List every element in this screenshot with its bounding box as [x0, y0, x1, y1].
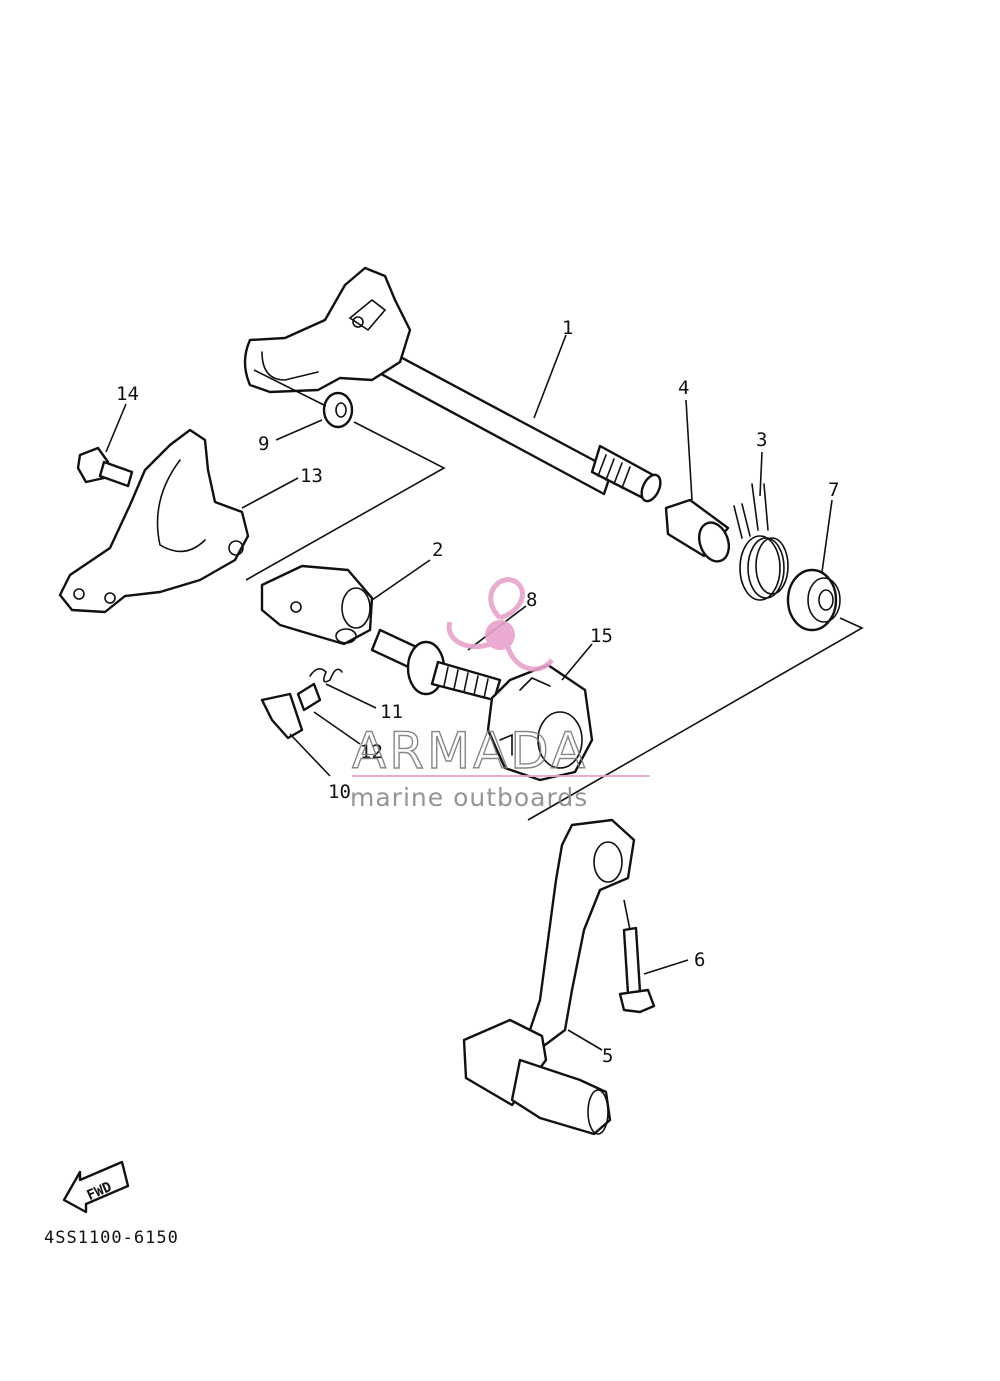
callout-13: 13 — [300, 465, 323, 487]
watermark: ARMADA marine outboards — [350, 577, 650, 812]
part-11-spring — [309, 668, 343, 683]
part-5-shift-pedal — [462, 818, 636, 1136]
part-14-bolt — [76, 446, 134, 488]
part-9-washer — [322, 391, 354, 429]
part-13-plate — [58, 428, 250, 614]
watermark-tagline: marine outboards — [350, 783, 588, 812]
part-2-shift-arm — [260, 564, 374, 646]
leader-lines — [105, 334, 864, 1051]
callout-8: 8 — [526, 589, 537, 611]
part-7-oil-seal — [786, 568, 841, 632]
callout-4: 4 — [678, 377, 689, 399]
callout-7: 7 — [828, 479, 839, 501]
part-6-bolt — [618, 926, 656, 1014]
callout-5: 5 — [602, 1045, 613, 1067]
callout-9: 9 — [258, 433, 269, 455]
callout-10: 10 — [328, 781, 351, 803]
callout-15: 15 — [590, 625, 613, 647]
arrow-left-icon — [62, 1160, 130, 1214]
callout-2: 2 — [432, 539, 443, 561]
diagram-code: 4SS1100-6150 — [44, 1228, 179, 1248]
part-4-collar — [664, 498, 731, 563]
fwd-direction-badge: FWD — [62, 1160, 130, 1214]
part-3-torsion-spring — [733, 483, 789, 601]
part-8-stud — [370, 628, 502, 702]
callout-6: 6 — [694, 949, 705, 971]
callout-1: 1 — [562, 317, 573, 339]
callout-11: 11 — [380, 701, 403, 723]
callout-14: 14 — [116, 383, 139, 405]
propeller-logo-icon — [446, 577, 554, 672]
callout-3: 3 — [756, 429, 767, 451]
part-10-pawl — [260, 692, 304, 740]
part-1-shift-shaft — [243, 266, 662, 503]
part-12-pin — [296, 682, 322, 712]
watermark-brand: ARMADA — [352, 722, 588, 780]
callouts: 1 2 3 4 5 6 7 8 9 10 11 12 13 14 15 — [116, 317, 839, 1067]
callout-12: 12 — [360, 741, 383, 763]
